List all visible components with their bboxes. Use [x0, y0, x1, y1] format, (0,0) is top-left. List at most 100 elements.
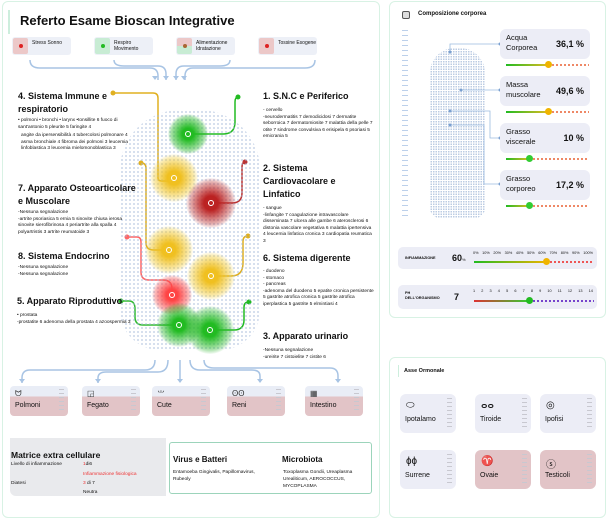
composition-label: Massa muscolare [506, 80, 541, 99]
level-knob[interactable] [525, 202, 533, 209]
hormone-label: Tiroide [480, 416, 502, 423]
level-knob[interactable] [544, 61, 552, 68]
hotspot-digestive[interactable] [187, 252, 235, 300]
tick-label: 50% [527, 251, 535, 255]
tick-label: 6 [514, 289, 517, 293]
inflammation-number: 1 [83, 462, 86, 467]
tick-label: 5 [506, 289, 509, 293]
hormone-label: Ovaie [480, 472, 499, 479]
tick-label: 30% [504, 251, 513, 255]
tick-label: 9 [539, 289, 542, 293]
virus-title: Virus e Batteri [173, 455, 228, 464]
factor-respiro-movimento[interactable]: Respiro Movimento [94, 37, 153, 55]
organ-label: Reni [232, 402, 247, 409]
section-items: -Nessuna segnalazione [18, 265, 69, 270]
composition-label: Acqua Corporea [506, 33, 538, 52]
composition-level-bar [506, 108, 589, 115]
tick-label: 11 [557, 289, 562, 293]
scale-handle [447, 398, 452, 429]
tick-label: 20% [493, 251, 501, 255]
inflammation-percent: 60 [452, 253, 463, 263]
hormone-ipofisi[interactable]: ◎Ipofisi [540, 394, 596, 433]
skin-icon: ⺌ [157, 390, 165, 399]
level-fill [506, 64, 549, 66]
factor-alimentazione[interactable]: Alimentazione Idratazione [176, 37, 235, 55]
tick-label: 3 [489, 289, 492, 293]
hotspot-osteo[interactable] [145, 226, 193, 274]
factor-stress-sonno[interactable]: Stress Sonno [12, 37, 71, 55]
organ-cute[interactable]: ⺌ Cute [152, 386, 210, 416]
ph-slider[interactable] [474, 297, 594, 304]
gauge-remaining [529, 300, 594, 302]
organ-fegato[interactable]: ◲ Fegato [82, 386, 140, 416]
diatesi-of: di 7 [85, 481, 95, 486]
factor-tossine[interactable]: Tossine Esogene [258, 37, 317, 55]
composition-level-bar [506, 155, 589, 162]
tick-label: 2 [481, 289, 484, 293]
scale-handle [587, 398, 592, 429]
level-knob[interactable] [525, 155, 533, 162]
percent-unit: % [462, 257, 466, 262]
composition-value: 49,6 % [555, 86, 584, 96]
composition-level-bar [506, 61, 589, 68]
composition-label: Grasso viscerale [506, 127, 536, 146]
adrenal-icon: ɸɸ [406, 456, 417, 467]
tick-label: 4 [497, 289, 500, 293]
tick-label: 90% [572, 251, 580, 255]
gauge-knob[interactable] [542, 258, 550, 265]
composition-card: Grasso viscerale 10 % [500, 123, 590, 153]
ovaries-icon: ♈ [481, 456, 494, 467]
section-items: • polmoni • bronchi • larynx •tonsillite… [18, 118, 118, 130]
tick-label: 60% [538, 251, 546, 255]
section-detail: -artrite psoriasica 5 ernia 5 sinovite c… [18, 216, 122, 235]
tick-label: 1 [473, 289, 476, 293]
organ-label: Fegato [87, 402, 109, 409]
virus-microbiota-card: Virus e Batteri Entamoeba Gingivalis, Pa… [169, 442, 372, 494]
thyroid-icon: ⴰⴰ [481, 400, 494, 411]
hormone-ipotalamo[interactable]: ⬭Ipotalamo [400, 394, 456, 433]
composition-value: 17,2 % [555, 180, 584, 190]
section-title: 6. Sistema digerente [263, 253, 351, 263]
hormone-label: Ipotalamo [405, 416, 436, 423]
tick-label: 10 [547, 289, 552, 293]
matrix-title: Matrice extra cellulare [11, 450, 101, 460]
section-title: 3. Apparato urinario [263, 331, 349, 341]
tick-label: 0% [473, 251, 479, 255]
hotspot-urinary[interactable] [186, 306, 234, 354]
microbiota-text: Toxoplasma Gondii, Ureaplasma Urealiticu… [283, 470, 353, 489]
organ-intestino[interactable]: ▦Intestino [305, 386, 363, 416]
section-title: 7. Apparato Osteoarticolare e Muscolare [18, 183, 136, 206]
inflammation-slider[interactable] [474, 258, 594, 265]
hotspot-cardio[interactable] [186, 178, 236, 228]
hormone-label: Ipofisi [545, 416, 564, 423]
tick-label: 12 [567, 289, 573, 293]
level-knob[interactable] [544, 108, 552, 115]
diatesi-label: Diatesi [11, 481, 26, 486]
scale-handle [59, 389, 64, 413]
level-remaining [529, 158, 589, 160]
inflammation-of: di6 [85, 462, 93, 467]
composition-value: 10 % [563, 133, 584, 143]
hormone-tiroide[interactable]: ⴰⴰ Tiroide [475, 394, 531, 433]
intestine-icon: ▦ [310, 389, 318, 398]
organ-label: Cute [157, 402, 172, 409]
scale-handle [522, 454, 527, 485]
tick-label: 80% [560, 251, 569, 255]
tick-label: 13 [578, 289, 583, 293]
level-fill [506, 205, 530, 207]
hotspot-snc[interactable] [168, 114, 208, 154]
section-items: -Nessuna segnalazione [18, 210, 69, 215]
section-title: 1. S.N.C e Periferico [263, 91, 349, 101]
scale-handle [354, 389, 359, 413]
level-fill [506, 111, 549, 113]
hormone-ovaie[interactable]: ♈ Ovaie [475, 450, 531, 489]
section-cardio: 2. Sistema Cardiovacolare e Linfatico- s… [263, 162, 375, 245]
gauge-knob[interactable] [525, 297, 533, 304]
liver-icon: ◲ [87, 389, 95, 398]
